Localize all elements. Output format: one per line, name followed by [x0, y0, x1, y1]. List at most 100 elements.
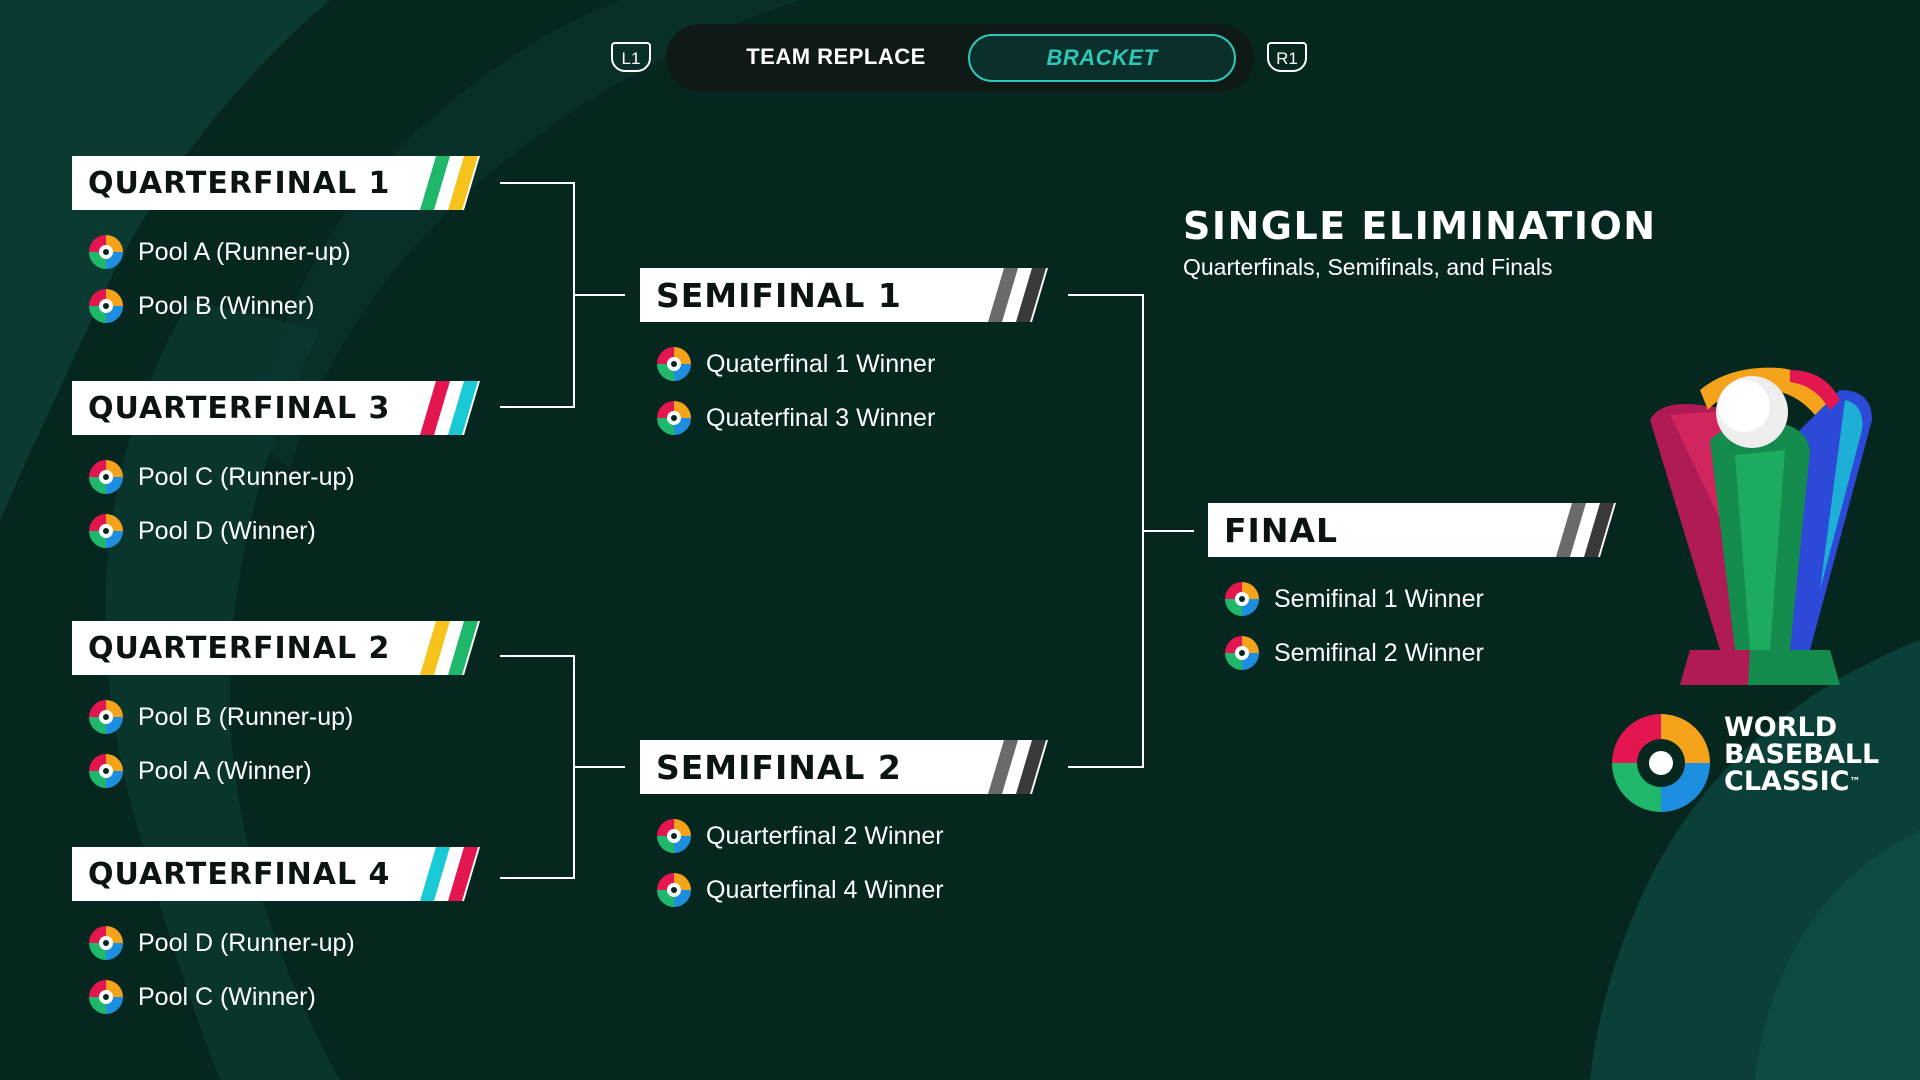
team-row[interactable]: Pool A (Runner-up) [72, 220, 480, 274]
match-title: QUARTERFINAL 1 [88, 166, 391, 201]
bracket-connector [573, 655, 575, 879]
tab-team-replace[interactable]: TEAM REPLACE [746, 44, 926, 69]
color-stripe [988, 740, 1018, 794]
wbc-pinwheel-icon [657, 401, 691, 435]
bracket-connector [500, 182, 575, 184]
team-name: Quarterfinal 2 Winner [706, 822, 944, 850]
bracket-connector [500, 406, 575, 408]
match-card-quarterfinal-1[interactable]: QUARTERFINAL 1 Pool A (Runner-up) Pool B… [72, 156, 480, 328]
team-row[interactable]: Pool B (Winner) [72, 274, 480, 328]
wbc-pinwheel-icon [89, 754, 123, 788]
match-banner: QUARTERFINAL 1 [72, 156, 480, 210]
team-name: Pool B (Runner-up) [138, 703, 354, 731]
color-stripe [448, 156, 478, 210]
team-name: Pool C (Winner) [138, 983, 316, 1011]
team-row[interactable]: Semifinal 1 Winner [1208, 567, 1616, 621]
wbc-pinwheel-icon [89, 926, 123, 960]
color-stripe [1584, 503, 1614, 557]
team-name: Pool A (Runner-up) [138, 238, 351, 266]
tab-bracket[interactable]: BRACKET [968, 34, 1236, 82]
match-banner: SEMIFINAL 2 [640, 740, 1048, 794]
color-stripe [448, 381, 478, 435]
team-name: Quarterfinal 4 Winner [706, 876, 944, 904]
team-name: Pool D (Winner) [138, 517, 316, 545]
bracket-connector [575, 294, 625, 296]
color-stripe [420, 381, 450, 435]
team-name: Quaterfinal 1 Winner [706, 350, 936, 378]
logo-line-3-text: CLASSIC [1724, 766, 1850, 797]
match-title: SEMIFINAL 1 [656, 276, 902, 315]
color-stripe [448, 847, 478, 901]
color-stripe [1556, 503, 1586, 557]
l1-shoulder-button[interactable]: L1 [611, 42, 651, 72]
match-title: FINAL [1224, 511, 1339, 550]
tab-bar: TEAM REPLACE BRACKET [666, 24, 1254, 92]
bracket-connector [1142, 294, 1144, 768]
match-banner: QUARTERFINAL 2 [72, 621, 480, 675]
r1-shoulder-button[interactable]: R1 [1267, 42, 1307, 72]
team-row[interactable]: Pool C (Runner-up) [72, 445, 480, 499]
wbc-pinwheel-icon [89, 289, 123, 323]
bracket-connector [1144, 530, 1194, 532]
team-row[interactable]: Pool B (Runner-up) [72, 685, 480, 739]
team-row[interactable]: Quarterfinal 2 Winner [640, 804, 1048, 858]
match-banner: SEMIFINAL 1 [640, 268, 1048, 322]
wbc-pinwheel-icon [89, 460, 123, 494]
team-row[interactable]: Quaterfinal 3 Winner [640, 386, 1048, 440]
bracket-connector [573, 182, 575, 408]
wbc-pinwheel-icon [657, 347, 691, 381]
match-banner: FINAL [1208, 503, 1616, 557]
team-row[interactable]: Semifinal 2 Winner [1208, 621, 1616, 675]
trophy-icon [1650, 367, 1872, 685]
color-stripe [1016, 268, 1046, 322]
color-stripe [420, 621, 450, 675]
world-baseball-classic-logo-icon [1612, 714, 1710, 812]
bracket-connector [1068, 294, 1144, 296]
wbc-pinwheel-icon [89, 235, 123, 269]
team-row[interactable]: Pool D (Runner-up) [72, 911, 480, 965]
team-row[interactable]: Pool A (Winner) [72, 739, 480, 793]
match-card-quarterfinal-4[interactable]: QUARTERFINAL 4 Pool D (Runner-up) Pool C… [72, 847, 480, 1019]
bracket-connector [1068, 766, 1144, 768]
wbc-pinwheel-icon [89, 980, 123, 1014]
team-name: Pool B (Winner) [138, 292, 315, 320]
color-stripe [988, 268, 1018, 322]
team-name: Quaterfinal 3 Winner [706, 404, 936, 432]
match-title: QUARTERFINAL 2 [88, 631, 391, 666]
team-row[interactable]: Pool C (Winner) [72, 965, 480, 1019]
match-card-semifinal-1[interactable]: SEMIFINAL 1 Quaterfinal 1 Winner Quaterf… [640, 268, 1048, 440]
logo-line-3: CLASSIC™ [1724, 768, 1879, 795]
color-stripe [420, 156, 450, 210]
wbc-pinwheel-icon [89, 514, 123, 548]
team-row[interactable]: Quarterfinal 4 Winner [640, 858, 1048, 912]
team-row[interactable]: Pool D (Winner) [72, 499, 480, 553]
wbc-pinwheel-icon [1225, 636, 1259, 670]
bracket-connector [500, 877, 575, 879]
match-banner: QUARTERFINAL 3 [72, 381, 480, 435]
bracket-connector [575, 766, 625, 768]
match-card-quarterfinal-2[interactable]: QUARTERFINAL 2 Pool B (Runner-up) Pool A… [72, 621, 480, 793]
world-baseball-classic-logo: WORLD BASEBALL CLASSIC™ [1724, 714, 1879, 795]
match-card-quarterfinal-3[interactable]: QUARTERFINAL 3 Pool C (Runner-up) Pool D… [72, 381, 480, 553]
team-name: Pool D (Runner-up) [138, 929, 355, 957]
color-stripe [1016, 740, 1046, 794]
team-name: Pool C (Runner-up) [138, 463, 355, 491]
wbc-pinwheel-icon [1225, 582, 1259, 616]
team-row[interactable]: Quaterfinal 1 Winner [640, 332, 1048, 386]
logo-line-2: BASEBALL [1724, 739, 1880, 770]
match-title: QUARTERFINAL 4 [88, 857, 391, 892]
page-title: SINGLE ELIMINATION [1183, 204, 1657, 248]
match-banner: QUARTERFINAL 4 [72, 847, 480, 901]
trademark-mark: ™ [1849, 775, 1861, 788]
color-stripe [420, 847, 450, 901]
wbc-pinwheel-icon [657, 873, 691, 907]
page-subtitle: Quarterfinals, Semifinals, and Finals [1183, 254, 1553, 280]
bracket-connector [500, 655, 575, 657]
match-card-semifinal-2[interactable]: SEMIFINAL 2 Quarterfinal 2 Winner Quarte… [640, 740, 1048, 912]
team-name: Semifinal 2 Winner [1274, 639, 1484, 667]
color-stripe [448, 621, 478, 675]
match-title: QUARTERFINAL 3 [88, 391, 391, 426]
team-name: Pool A (Winner) [138, 757, 312, 785]
match-title: SEMIFINAL 2 [656, 748, 902, 787]
match-card-final[interactable]: FINAL Semifinal 1 Winner Semifinal 2 Win… [1208, 503, 1616, 675]
